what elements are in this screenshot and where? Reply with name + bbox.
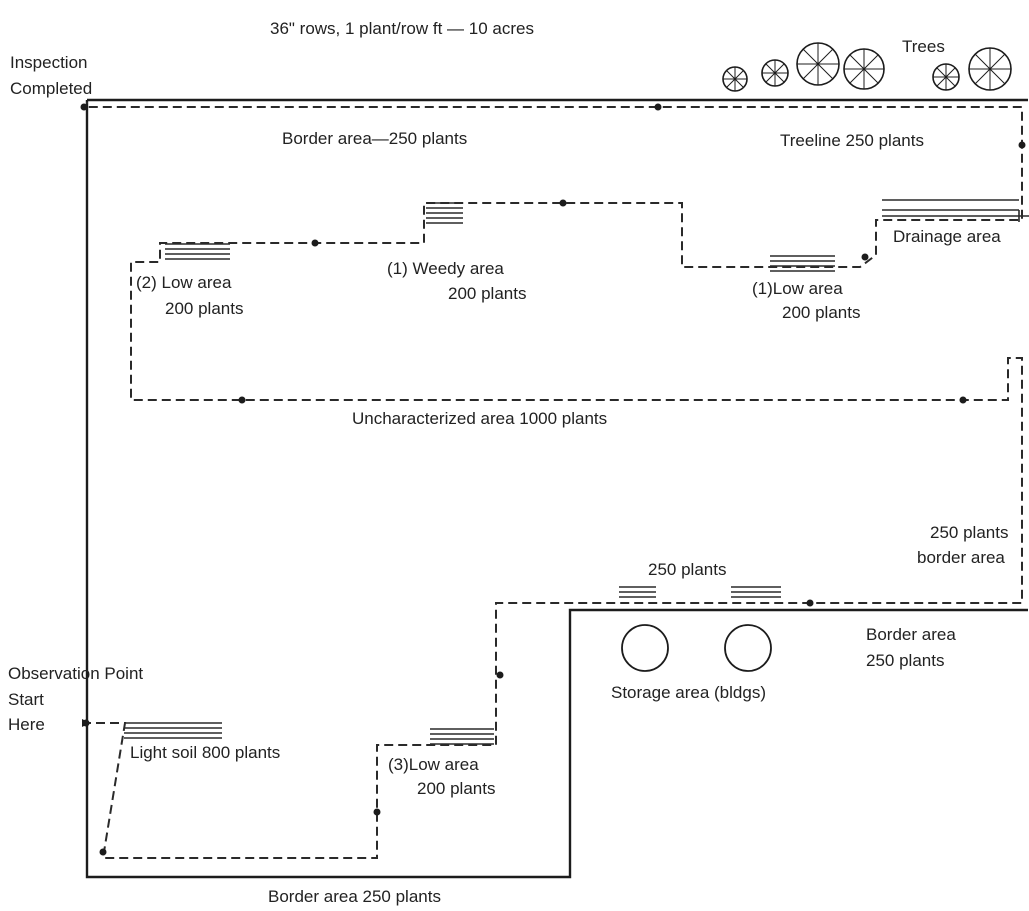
inspection-route xyxy=(82,102,1023,859)
route-marker xyxy=(806,599,814,607)
tree-icon xyxy=(843,48,885,90)
sample-rows-light-soil xyxy=(124,722,222,739)
route-marker xyxy=(496,671,504,679)
observation-point-label-line2: Start xyxy=(8,690,44,709)
storage-building-icon xyxy=(724,624,772,672)
route-marker xyxy=(861,253,869,261)
border-mid-right-label-line2: 250 plants xyxy=(866,651,945,670)
observation-point-label-line3: Here xyxy=(8,715,45,734)
route-marker xyxy=(238,396,246,404)
route-marker xyxy=(99,848,107,856)
tree-icon xyxy=(761,59,789,87)
route-marker xyxy=(311,239,319,247)
field-boundary xyxy=(85,98,1028,879)
drainage-area-label: Drainage area xyxy=(893,227,1001,246)
uncharacterized-area-label: Uncharacterized area 1000 plants xyxy=(352,409,608,428)
low-area-3-label-line2: 200 plants xyxy=(417,779,496,798)
low-area-1-label-line1: (1)Low area xyxy=(752,279,843,298)
weedy-area-label-line1: (1) Weedy area xyxy=(387,259,504,278)
sample-rows-low-area-2 xyxy=(165,243,230,260)
inspection-completed-label-line2: Completed xyxy=(10,79,93,98)
low-area-2-label-line2: 200 plants xyxy=(165,299,244,318)
start-arrow-icon xyxy=(82,719,90,727)
treeline-label: Treeline 250 plants xyxy=(780,131,924,150)
tree-icon xyxy=(932,63,960,91)
sample-rows-drainage xyxy=(882,199,1029,222)
storage-building-icon xyxy=(621,624,669,672)
low-area-3-label-line1: (3)Low area xyxy=(388,755,479,774)
sample-rows-mid-right xyxy=(731,586,781,598)
tree-icon xyxy=(796,42,840,86)
border-right-label-line2: border area xyxy=(917,548,1005,567)
tree-icon xyxy=(968,47,1012,91)
route-marker xyxy=(654,103,662,111)
weedy-area-label-line2: 200 plants xyxy=(448,284,527,303)
sample-rows-mid-left xyxy=(619,586,656,598)
route-marker xyxy=(373,808,381,816)
border-bottom-label: Border area 250 plants xyxy=(268,887,441,906)
inspection-completed-label-line1: Inspection xyxy=(10,53,88,72)
route-marker xyxy=(959,396,967,404)
diagram-caption: 36" rows, 1 plant/row ft — 10 acres xyxy=(270,19,534,38)
route-markers xyxy=(80,103,1026,856)
low-area-2-label-line1: (2) Low area xyxy=(136,273,232,292)
border-top-label: Border area—250 plants xyxy=(282,129,468,148)
sample-rows-low-area-3 xyxy=(430,728,494,745)
low-area-1-label-line2: 200 plants xyxy=(782,303,861,322)
light-soil-label: Light soil 800 plants xyxy=(130,743,281,762)
sample-rows-weedy-area xyxy=(426,202,463,224)
border-mid-right-label-line1: Border area xyxy=(866,625,956,644)
plants-250-mid-label: 250 plants xyxy=(648,560,727,579)
route-marker xyxy=(1018,141,1026,149)
route-marker xyxy=(559,199,567,207)
storage-area-label: Storage area (bldgs) xyxy=(611,683,766,702)
tree-icon xyxy=(722,66,748,92)
trees-label: Trees xyxy=(902,37,945,56)
sample-rows-low-area-1 xyxy=(770,255,835,272)
border-right-label-line1: 250 plants xyxy=(930,523,1009,542)
observation-point-label-line1: Observation Point xyxy=(8,664,144,683)
route-marker xyxy=(80,103,88,111)
